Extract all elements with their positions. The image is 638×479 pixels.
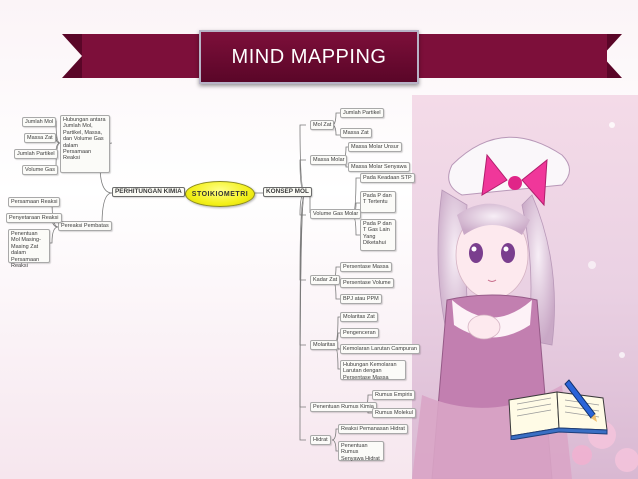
node-konsep-mol: KONSEP MOL <box>263 187 312 198</box>
node-rumus-empiris: Rumus Empiris <box>372 390 416 401</box>
node-massa-molar-unsur: Massa Molar Unsur <box>348 142 402 153</box>
node-penentuan-rumus-kimia: Penentuan Rumus Kimia <box>310 402 377 413</box>
node-pada-p-t-gas-lain: Pada P dan T Gas Lain Yang Diketahui <box>360 219 396 251</box>
anime-girl-illustration <box>412 95 638 479</box>
node-massa-molar: Massa Molar <box>310 155 348 166</box>
node-molaritas-zat: Molaritas Zat <box>340 312 378 323</box>
node-jumlah-partikel-left: Jumlah Partikel <box>14 149 58 160</box>
node-massa-zat-left: Massa Zat <box>24 133 56 144</box>
node-hidrat: Hidrat <box>310 435 331 446</box>
node-kadar-zat: Kadar Zat <box>310 275 341 286</box>
mind-map: STOIKIOMETRI PERHITUNGAN KIMIA KONSEP MO… <box>0 95 420 479</box>
notebook-pen-icon <box>503 378 613 441</box>
node-kemolaran-campuran: Kemolaran Larutan Campuran <box>340 344 420 355</box>
node-pereaksi-pembatas: Pereaksi Pembatas <box>58 221 112 232</box>
center-node: STOIKIOMETRI <box>185 181 255 207</box>
node-stp: Pada Keadaan STP <box>360 173 415 184</box>
node-volume-gas: Volume Gas <box>22 165 58 176</box>
node-perhitungan-kimia: PERHITUNGAN KIMIA <box>112 187 185 198</box>
node-penentuan-rumus-hidrat: Penentuan Rumus Senyawa Hidrat <box>338 441 384 462</box>
node-jumlah-mol: Jumlah Mol <box>22 117 57 128</box>
node-jumlah-partikel-right: Jumlah Partikel <box>340 108 384 119</box>
node-rumus-molekul: Rumus Molekul <box>372 408 416 419</box>
node-volume-gas-molar: Volume Gas Molar <box>310 209 362 220</box>
node-penentuan-mol: Penentuan Mol Masing-Masing Zat dalam Pe… <box>8 229 50 269</box>
node-hubungan-kemolaran: Hubungan Kemolaran Larutan dengan Persen… <box>340 360 406 381</box>
node-persamaan-reaksi: Persamaan Reaksi <box>8 197 61 208</box>
node-hubungan: Hubungan antara Jumlah Mol, Partikel, Ma… <box>60 115 110 173</box>
node-penyetaraan-reaksi: Penyetaraan Reaksi <box>6 213 62 224</box>
illustration-art <box>412 122 638 479</box>
node-reaksi-pemanasan-hidrat: Reaksi Pemanasan Hidrat <box>338 424 408 435</box>
title-banner: MIND MAPPING <box>62 14 622 106</box>
node-massa-zat-right: Massa Zat <box>340 128 372 139</box>
slide-title: MIND MAPPING <box>231 45 387 68</box>
node-mol-zat: Mol Zat <box>310 120 335 131</box>
node-persentase-massa: Persentase Massa <box>340 262 392 273</box>
node-persentase-volume: Persentase Volume <box>340 278 394 289</box>
node-bpj-ppm: BPJ atau PPM <box>340 294 382 305</box>
node-pada-p-t-tertentu: Pada P dan T Tertentu <box>360 191 396 213</box>
node-massa-molar-senyawa: Massa Molar Senyawa <box>348 162 410 173</box>
node-pengenceran: Pengenceran <box>340 328 379 339</box>
node-molaritas: Molaritas <box>310 340 339 351</box>
